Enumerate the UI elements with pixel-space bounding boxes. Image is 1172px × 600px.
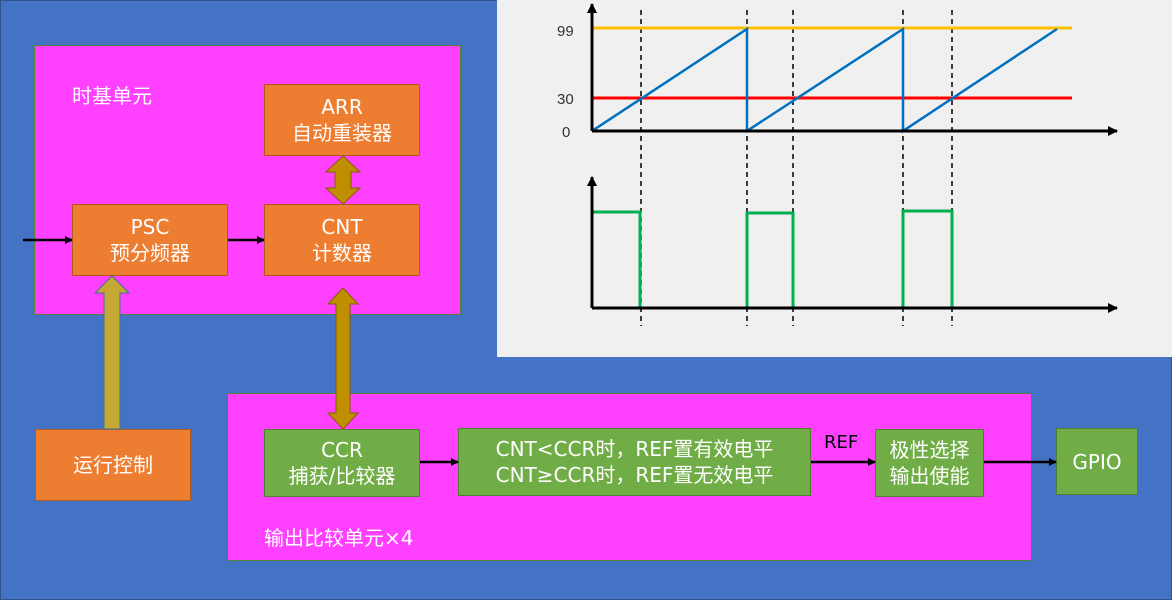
- psc-title: PSC: [130, 215, 170, 239]
- time-base-unit-label: 时基单元: [72, 84, 152, 108]
- run-control-to-psc-arrow: [93, 275, 131, 430]
- run-control-box: 运行控制: [35, 429, 191, 501]
- cnt-title: CNT: [321, 215, 363, 239]
- ytick-0: 0: [562, 124, 570, 141]
- psc-subtitle: 预分频器: [110, 241, 190, 265]
- ref-signal-label: REF: [824, 432, 859, 453]
- ccr-title: CCR: [321, 438, 363, 462]
- arr-title: ARR: [321, 95, 363, 119]
- ytick-30: 30: [557, 91, 574, 108]
- cnt-ccr-double-arrow: [326, 287, 360, 430]
- timing-chart-panel: 99 30 0: [497, 0, 1172, 357]
- compare-logic-box: CNT<CCR时，REF置有效电平 CNT≥CCR时，REF置无效电平: [458, 428, 811, 496]
- polarity-line2: 输出使能: [889, 464, 970, 488]
- arr-subtitle: 自动重装器: [292, 121, 392, 145]
- gpio-box: GPIO: [1056, 428, 1138, 495]
- polarity-line1: 极性选择: [889, 438, 970, 462]
- cnt-sawtooth-wave: [591, 26, 1058, 134]
- compare-logic-line1: CNT<CCR时，REF置有效电平: [495, 437, 774, 461]
- ytick-99: 99: [557, 23, 574, 40]
- compare-logic-line2: CNT≥CCR时，REF置无效电平: [495, 463, 774, 487]
- gpio-label: GPIO: [1072, 449, 1122, 474]
- output-compare-unit-label: 输出比较单元×4: [264, 526, 414, 550]
- arr-box: ARR 自动重装器: [264, 84, 420, 156]
- cnt-subtitle: 计数器: [312, 241, 372, 265]
- cnt-box: CNT 计数器: [264, 204, 420, 276]
- polarity-output-enable-box: 极性选择 输出使能: [875, 429, 984, 497]
- timing-chart: 99 30 0: [557, 3, 1118, 326]
- run-control-label: 运行控制: [73, 453, 153, 477]
- psc-box: PSC 预分频器: [72, 204, 228, 276]
- ccr-subtitle: 捕获/比较器: [288, 464, 396, 488]
- ccr-box: CCR 捕获/比较器: [264, 429, 420, 497]
- pwm-output-wave: [592, 209, 1059, 310]
- arr-cnt-double-arrow: [324, 155, 362, 205]
- compare-event-guides: [640, 10, 953, 326]
